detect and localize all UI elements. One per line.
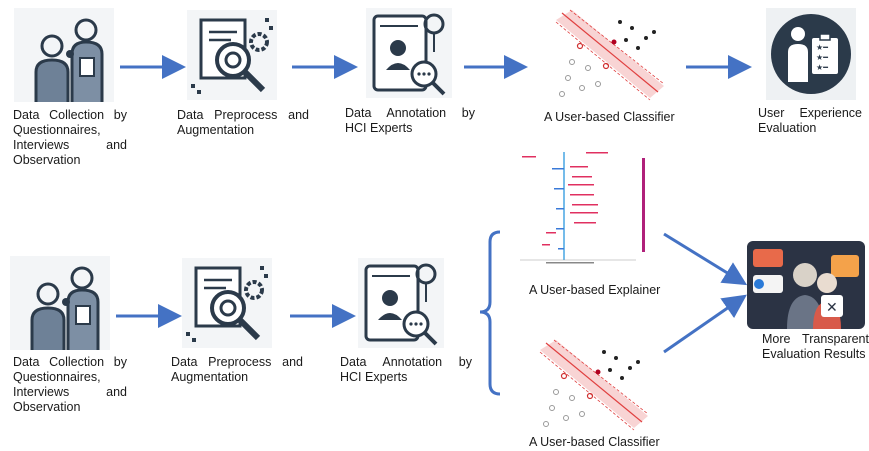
label-bottom-collection-l2: Questionnaires, [13,370,101,384]
svg-text:★━: ★━ [816,63,828,72]
label-bottom-results-l2: Evaluation Results [762,347,866,361]
transparent-results-illustration-icon: ✕ [747,241,865,329]
classifier-scatter-icon [554,8,666,102]
arrow-classifier-to-results [663,294,747,354]
label-bottom-collection-l1: Data Collection by [13,355,127,369]
label-bottom-preprocess-l1: Data Preprocess and [171,355,303,369]
label-bottom-results-l1: More Transparent [762,332,869,346]
label-top-collection-l2: Questionnaires, [13,123,101,137]
label-bottom-classifier: A User-based Classifier [529,435,660,449]
document-magnifier-gear-icon [182,258,272,348]
label-bottom-collection-l3: Interviews and [13,385,127,399]
label-top-preprocess-l2: Augmentation [177,123,255,137]
label-bottom-annotation-l2: HCI Experts [340,370,408,384]
label-top-ux-l2: Evaluation [758,121,817,135]
shap-summary-plot-icon [516,148,662,270]
svg-text:✕: ✕ [826,300,838,316]
label-bottom-explainer: A User-based Explainer [529,283,661,297]
label-top-collection-l3: Interviews and [13,138,127,152]
label-top-preprocess-l1: Data Preprocess and [177,108,309,122]
label-bottom-collection-l4: Observation [13,400,81,414]
label-top-annotation-l1: Data Annotation by [345,106,475,120]
label-top-annotation-l2: HCI Experts [345,121,413,135]
people-interview-icon [14,8,114,102]
svg-text:★━: ★━ [816,53,828,62]
label-top-ux-l1: User Experience [758,106,862,120]
label-top-classifier: A User-based Classifier [544,110,675,124]
label-bottom-annotation-l1: Data Annotation by [340,355,472,369]
annotated-document-person-icon [358,258,444,348]
svg-text:★━: ★━ [816,43,828,52]
document-magnifier-gear-icon [187,10,277,100]
label-top-collection: Data Collection by [13,108,127,122]
annotated-document-person-icon [366,8,452,98]
label-top-collection-l4: Observation [13,153,81,167]
label-bottom-preprocess-l2: Augmentation [171,370,249,384]
user-evaluation-clipboard-icon: ★━ ★━ ★━ [766,8,856,100]
people-interview-icon [10,256,110,350]
classifier-scatter-icon [538,338,650,432]
arrow-explainer-to-results [663,232,748,286]
split-brace [479,230,501,396]
